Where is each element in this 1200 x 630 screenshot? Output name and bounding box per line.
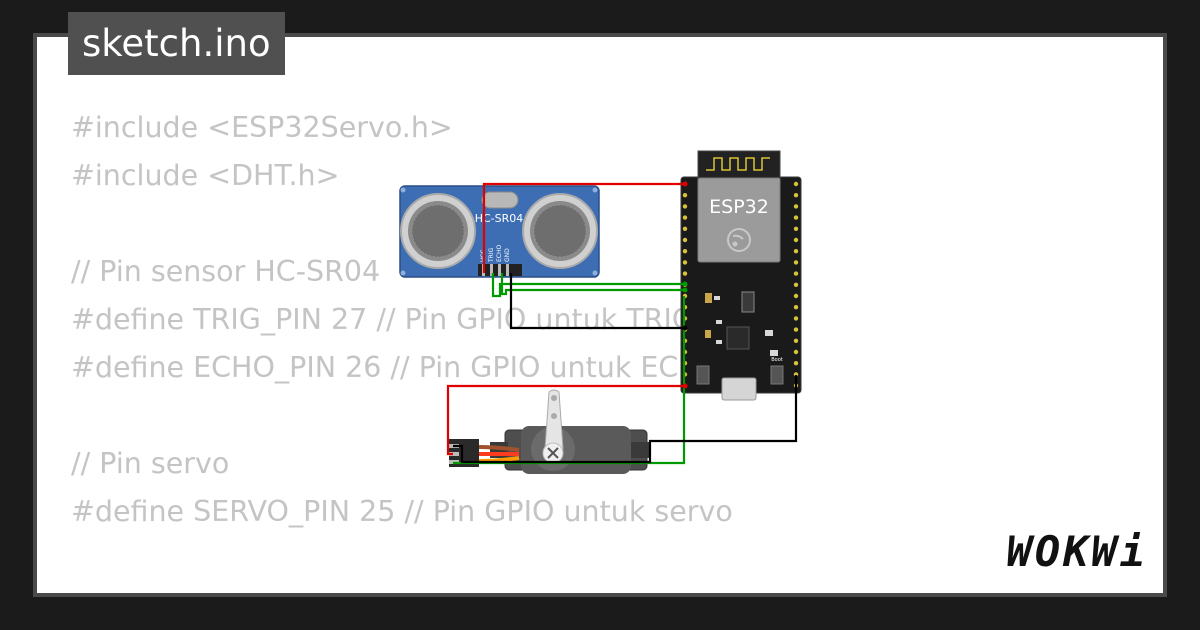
wire-gnd-sensor[interactable] (509, 273, 685, 330)
header-pin (793, 338, 799, 343)
header-pin (793, 249, 799, 254)
sensor-label: HC-SR04 (475, 212, 524, 225)
header-pin (682, 271, 688, 276)
code-line: // Pin sensor HC-SR04 (71, 255, 381, 288)
header-pin (793, 282, 799, 287)
header-pin (793, 260, 799, 265)
header-pin (793, 181, 799, 187)
wire-servo-gnd[interactable] (453, 375, 798, 464)
code-preview: #include <ESP32Servo.h> #include <DHT.h> /… (37, 37, 1163, 593)
header-pin (682, 237, 688, 243)
header-pin (793, 327, 799, 332)
boot-button-label: Boot (771, 357, 783, 363)
header-pin (682, 204, 688, 209)
diagram-canvas[interactable] (33, 33, 1167, 597)
header-pin (793, 226, 799, 231)
code-line: // Variabel untuk kalkulasi jarak (71, 584, 733, 593)
code-line: // Pin servo (71, 447, 230, 480)
header-pin (793, 193, 799, 198)
esp32-board[interactable]: ESP32 Boot (680, 150, 802, 401)
header-pin (793, 349, 799, 355)
wire-vcc[interactable] (482, 182, 685, 273)
header-pin (793, 361, 799, 366)
esp32-label: ESP32 (709, 196, 769, 218)
wire-servo-power[interactable] (446, 384, 685, 456)
wire-echo[interactable] (500, 273, 685, 296)
code-line: #include <ESP32Servo.h> (71, 111, 453, 144)
header-pin (793, 305, 799, 310)
header-pin (682, 215, 688, 220)
wokwi-logo: WOKWi (1006, 527, 1148, 576)
code-block: #include <ESP32Servo.h> #include <DHT.h> /… (71, 104, 733, 593)
wire-endpoints (682, 181, 688, 389)
pin-label-trig: TRIG (488, 247, 495, 263)
header-pin (682, 260, 688, 265)
file-tab[interactable]: sketch.ino (68, 12, 285, 75)
header-pin (793, 316, 799, 321)
header-pin (793, 271, 799, 276)
header-pin (682, 193, 688, 198)
header-pin (793, 204, 799, 209)
pin-label-echo: ECHO (496, 245, 503, 262)
wires[interactable] (446, 182, 798, 465)
code-line: #include <DHT.h> (71, 159, 340, 192)
header-pin (793, 215, 799, 220)
header-pin (682, 249, 688, 254)
pin-label-gnd: GND (504, 248, 511, 262)
header-pin (793, 237, 799, 243)
header-pin (793, 293, 799, 299)
hc-sr04-sensor[interactable]: HC-SR04 VCC TRIG ECHO GND (399, 185, 600, 278)
code-line: #define TRIG_PIN 27 // Pin GPIO untuk TR… (71, 303, 695, 336)
code-line: #define SERVO_PIN 25 // Pin GPIO untuk s… (71, 495, 733, 528)
wire-trig[interactable] (491, 273, 685, 298)
header-pin (682, 226, 688, 231)
